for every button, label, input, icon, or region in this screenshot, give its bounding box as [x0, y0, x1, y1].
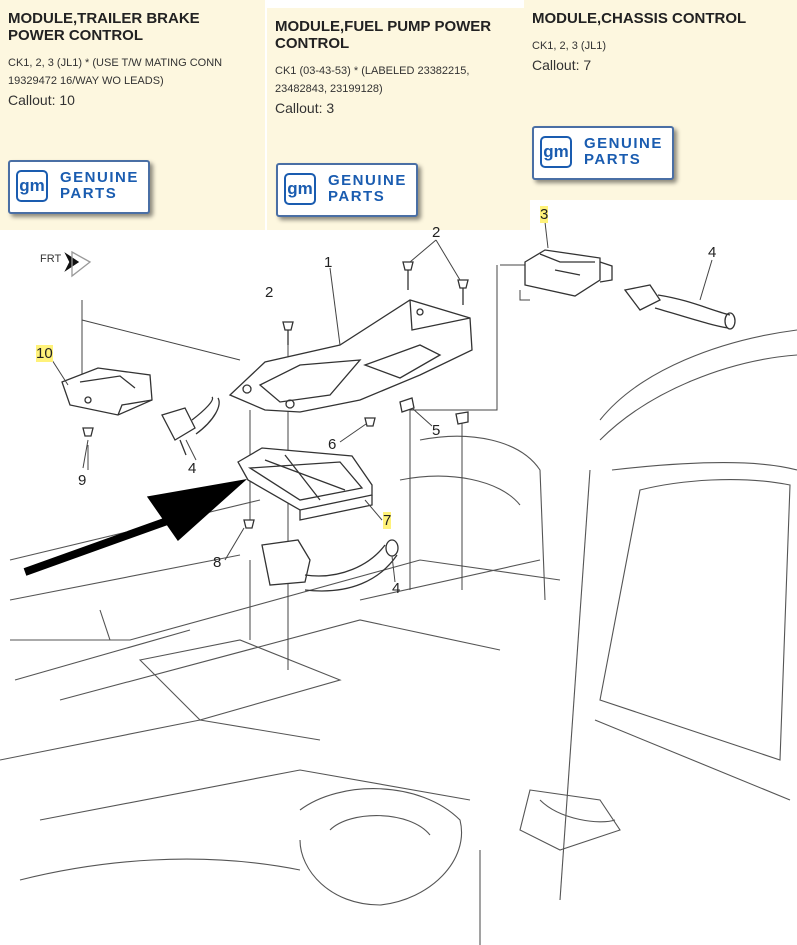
- part-callout: Callout: 3: [275, 100, 335, 116]
- callout-2: 2: [265, 284, 274, 301]
- fuel-pump-control-module: [524, 249, 613, 297]
- front-direction-icon: FRT: [40, 250, 92, 278]
- callout-3: 3: [540, 206, 549, 223]
- gm-logo-icon: gm: [284, 173, 316, 205]
- part-title: MODULE,CHASSIS CONTROL: [532, 10, 747, 27]
- gm-logo-icon: gm: [540, 136, 572, 168]
- callout-8: 8: [213, 554, 222, 571]
- callout-1: 1: [324, 254, 333, 271]
- module-mounting-bracket: [228, 299, 473, 413]
- part-title: MODULE,FUEL PUMP POWER CONTROL: [275, 18, 492, 52]
- callout-7: 7: [383, 512, 392, 529]
- wiring-harness: [623, 284, 736, 330]
- part-callout: Callout: 10: [8, 92, 75, 108]
- wiring-harness: [261, 539, 399, 592]
- callout-leaders: [51, 221, 713, 583]
- bolt-icon: [82, 397, 469, 529]
- callout-5: 5: [432, 422, 441, 439]
- part-description: CK1, 2, 3 (JL1) * (USE T/W MATING CONN 1…: [8, 57, 223, 87]
- callout-9: 9: [78, 472, 87, 489]
- part-description: CK1, 2, 3 (JL1): [532, 40, 606, 52]
- callout-4: 4: [708, 244, 717, 261]
- part-callout: Callout: 7: [532, 57, 592, 73]
- chassis-control-module: [237, 447, 373, 521]
- part-description: CK1 (03-43-53) * (LABELED 23382215, 2348…: [275, 65, 470, 95]
- svg-text:FRT: FRT: [40, 253, 61, 265]
- wiring-harness: [161, 396, 220, 456]
- trailer-brake-control-module: [61, 367, 153, 416]
- pointer-arrow-icon: [23, 478, 248, 576]
- truck-body-outline: [0, 329, 797, 945]
- part-title: MODULE,TRAILER BRAKE POWER CONTROL: [8, 10, 200, 44]
- callout-4: 4: [392, 580, 401, 597]
- gm-logo-icon: gm: [16, 170, 48, 202]
- callout-4: 4: [188, 460, 197, 477]
- callout-6: 6: [328, 436, 337, 453]
- callout-10: 10: [36, 345, 53, 362]
- callout-2: 2: [432, 224, 441, 241]
- bolt-icon: [282, 261, 469, 345]
